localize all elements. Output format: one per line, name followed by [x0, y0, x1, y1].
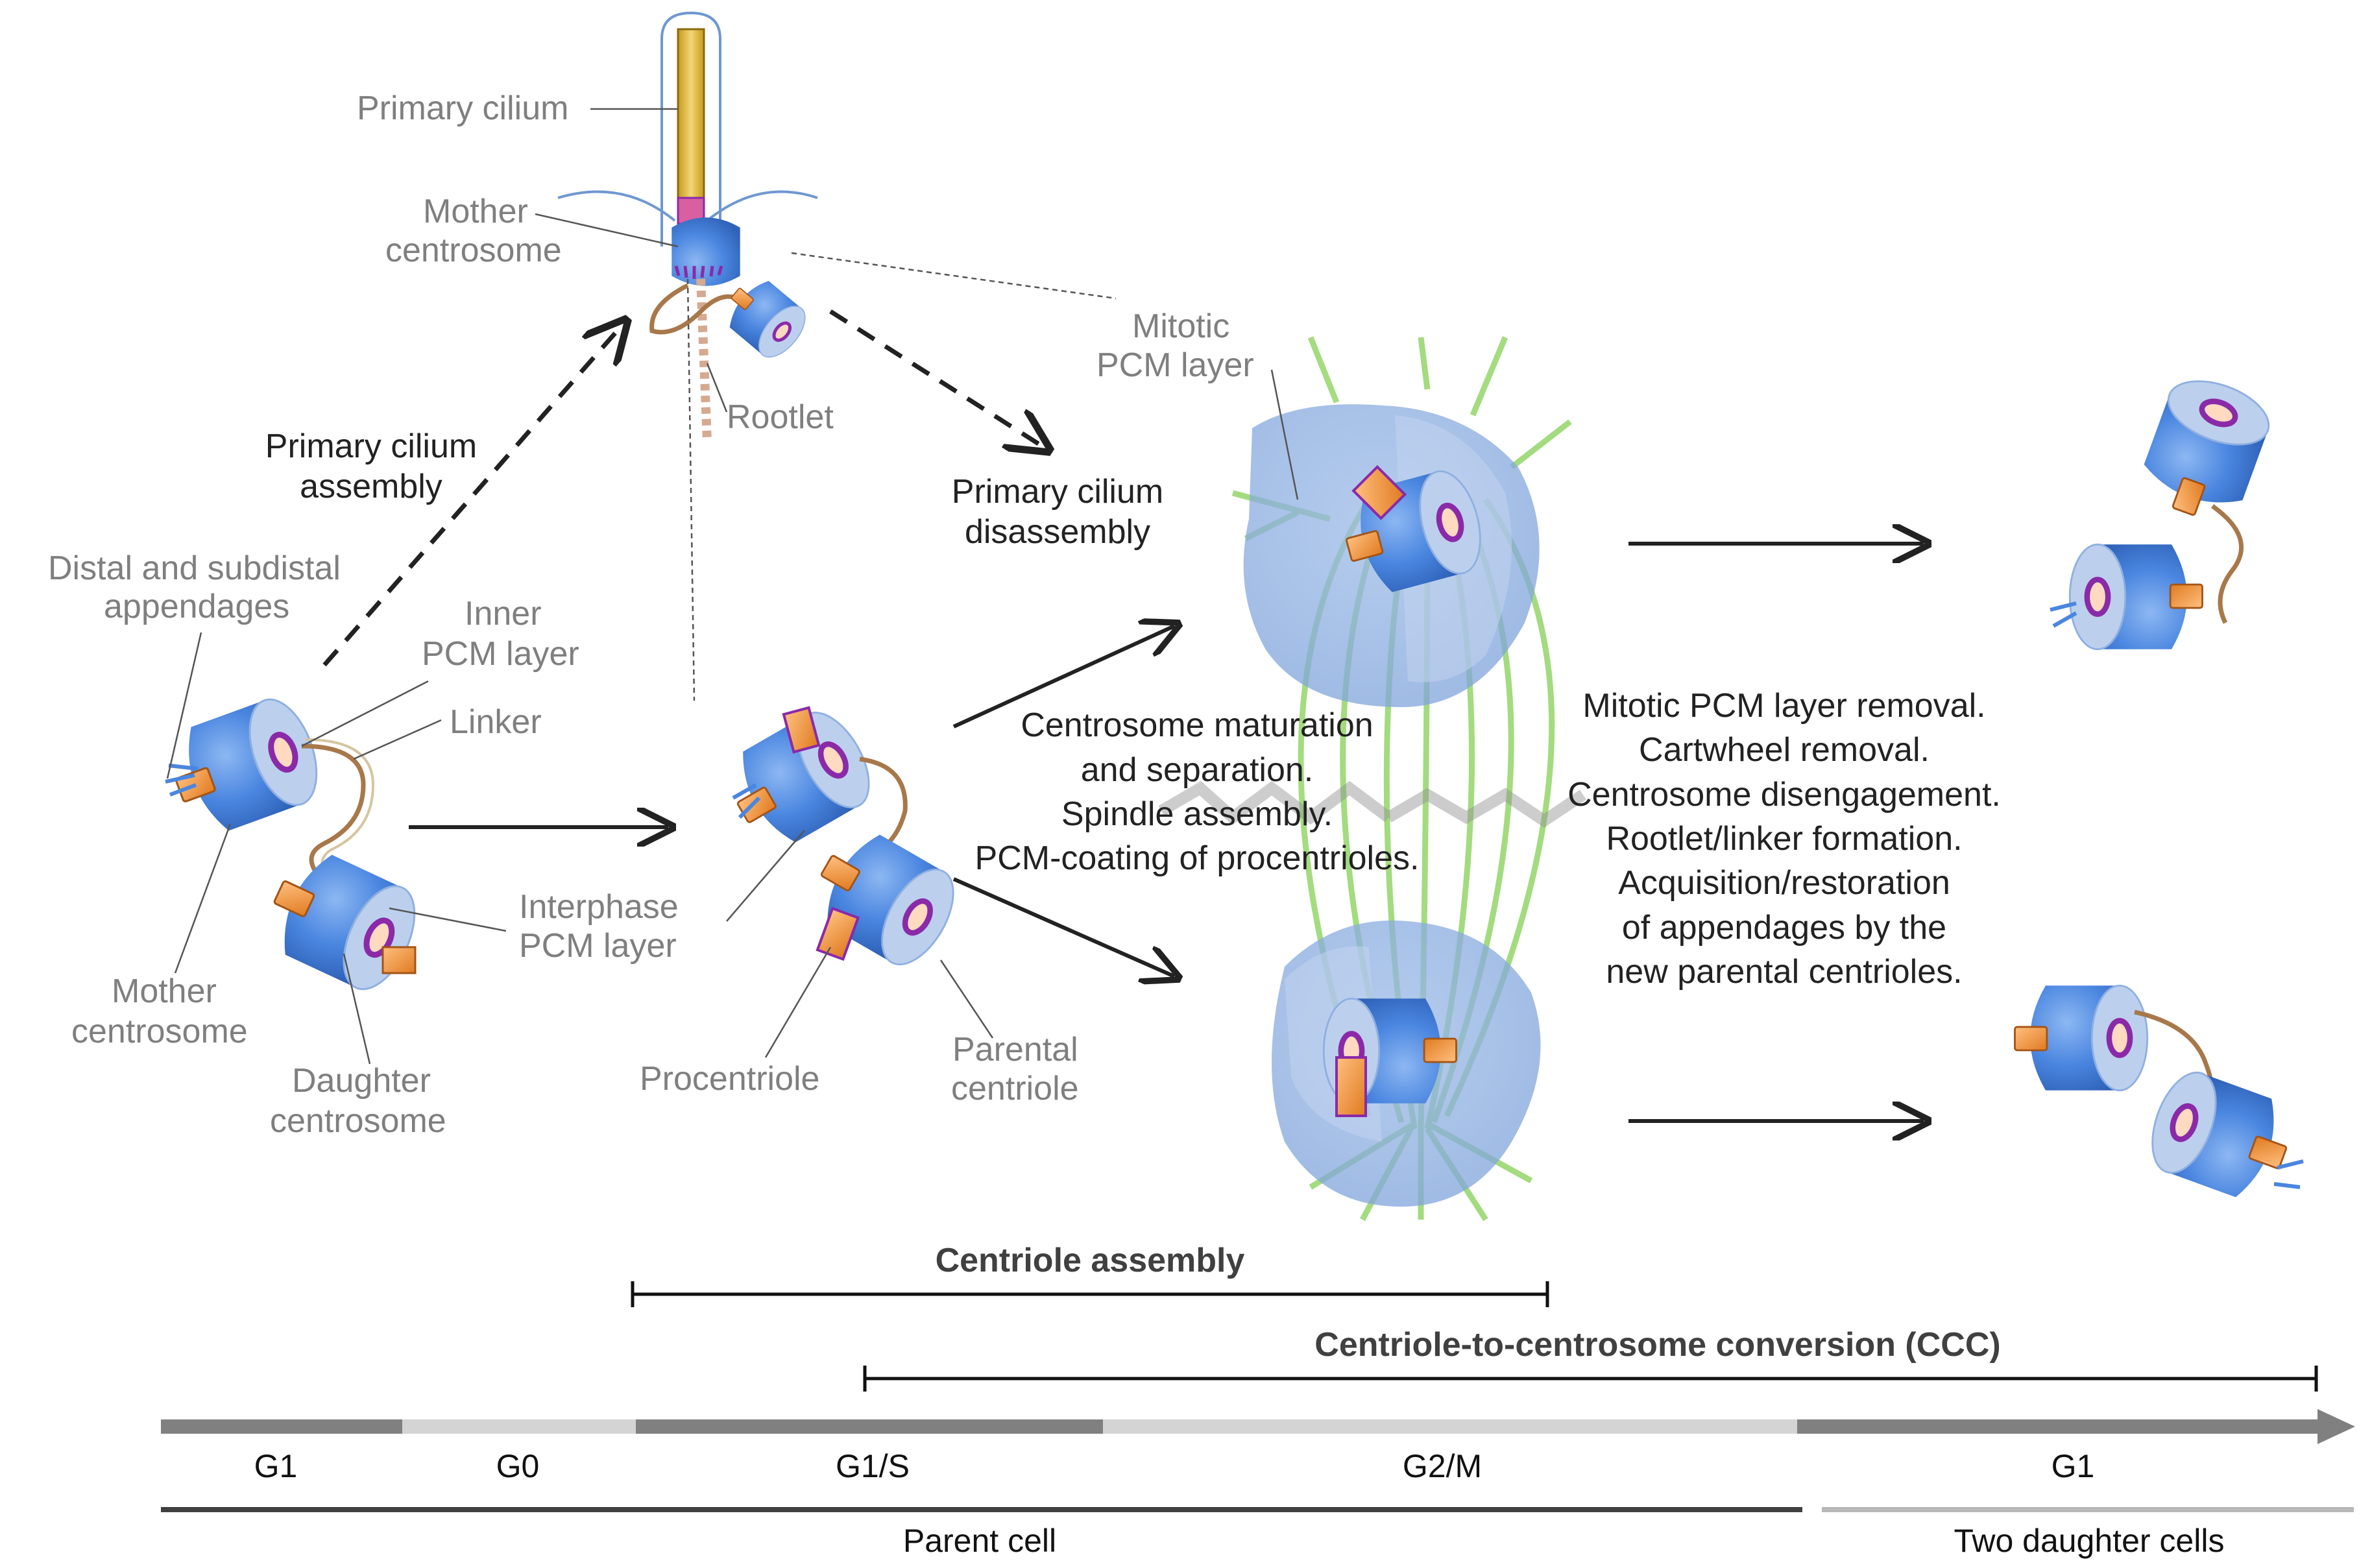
label-rootlet: Rootlet	[727, 398, 834, 436]
parent-cell-label: Parent cell	[903, 1523, 1056, 1559]
label-cilium-assembly-2: assembly	[300, 468, 442, 505]
label-mitotic-pcm-2: PCM layer	[1096, 346, 1254, 384]
removal-line: Acquisition/restoration	[1618, 864, 1950, 902]
maturation-line: Spindle assembly.	[1061, 795, 1333, 833]
phase-label: G1	[254, 1448, 298, 1484]
label-mother-centrosome-top-2: centrosome	[385, 232, 562, 269]
parent-cell-bar	[161, 1507, 1802, 1512]
daughter-cells-bar	[1822, 1507, 2354, 1512]
label-mother-centrosome-bottom-1: Mother	[112, 972, 217, 1010]
phase-bar-g0	[402, 1419, 636, 1434]
label-cilium-disassembly-2: disassembly	[965, 513, 1150, 551]
label-distal-appendages-2: appendages	[104, 588, 289, 625]
label-interphase-pcm-1: Interphase	[519, 888, 679, 926]
daughter-pair-top	[2050, 369, 2277, 649]
label-parental-centriole-1: Parental	[952, 1031, 1078, 1068]
label-procentriole: Procentriole	[640, 1060, 819, 1098]
phase-bar-g1	[161, 1419, 402, 1434]
label-cilium-disassembly-1: Primary cilium	[952, 473, 1163, 511]
mitotic-spindle	[1158, 336, 1586, 1222]
label-distal-appendages-1: Distal and subdistal	[48, 549, 341, 587]
span-centriole-assembly: Centriole assembly	[936, 1242, 1245, 1279]
label-interphase-pcm-2: PCM layer	[519, 927, 677, 965]
phase-label: G1/S	[836, 1448, 910, 1484]
removal-line: new parental centrioles.	[1606, 953, 1962, 991]
label-parental-centriole-2: centriole	[951, 1070, 1079, 1107]
label-primary-cilium: Primary cilium	[357, 90, 568, 127]
removal-line: Mitotic PCM layer removal.	[1582, 687, 1985, 725]
g1s-centrosome-pair	[716, 701, 968, 976]
label-daughter-centrosome-2: centrosome	[270, 1102, 446, 1140]
daughter-cells-label: Two daughter cells	[1954, 1523, 2225, 1559]
maturation-text: Centrosome maturation and separation. Sp…	[975, 706, 1420, 877]
label-cilium-assembly-1: Primary cilium	[265, 428, 477, 465]
span-brackets	[631, 1281, 2318, 1392]
structure-labels: Primary cilium Mother centrosome Rootlet…	[48, 90, 1254, 1140]
timeline-arrowhead	[2318, 1409, 2355, 1444]
label-daughter-centrosome-1: Daughter	[292, 1062, 431, 1100]
label-linker: Linker	[450, 703, 542, 741]
process-arrows	[322, 309, 1924, 1121]
maturation-line: Centrosome maturation	[1021, 706, 1373, 744]
maturation-line: and separation.	[1081, 751, 1314, 789]
label-inner-pcm-2: PCM layer	[422, 635, 579, 673]
cell-cycle-timeline: G1 G0 G1/S G2/M G1 Parent cell Two daugh…	[161, 1409, 2355, 1559]
process-labels: Primary cilium assembly Primary cilium d…	[265, 428, 2001, 991]
label-mother-centrosome-bottom-2: centrosome	[71, 1013, 248, 1050]
phase-label: G2/M	[1403, 1448, 1482, 1484]
leader-lines	[166, 108, 1299, 1065]
removal-line: Centrosome disengagement.	[1567, 776, 2001, 814]
removal-text: Mitotic PCM layer removal. Cartwheel rem…	[1567, 687, 2001, 991]
label-mitotic-pcm-1: Mitotic	[1132, 308, 1229, 345]
label-inner-pcm-1: Inner	[465, 595, 542, 633]
daughter-pair-bottom	[2015, 985, 2304, 1207]
phase-bar-g1s	[636, 1419, 1103, 1434]
span-ccc: Centriole-to-centrosome conversion (CCC)	[1314, 1326, 2000, 1364]
phase-bar-g2m	[1103, 1419, 1797, 1434]
phase-bar-g1-daughter	[1797, 1419, 2318, 1434]
primary-cilium-illustration	[557, 11, 818, 442]
phase-label: G0	[496, 1448, 540, 1484]
maturation-line: PCM-coating of procentrioles.	[975, 839, 1420, 877]
g1-centrosome-pair	[161, 690, 430, 1000]
phase-label: G1	[2051, 1448, 2095, 1484]
removal-line: of appendages by the	[1622, 909, 1946, 947]
label-mother-centrosome-top-1: Mother	[423, 193, 528, 230]
removal-line: Rootlet/linker formation.	[1606, 820, 1962, 858]
removal-line: Cartwheel removal.	[1639, 731, 1930, 769]
